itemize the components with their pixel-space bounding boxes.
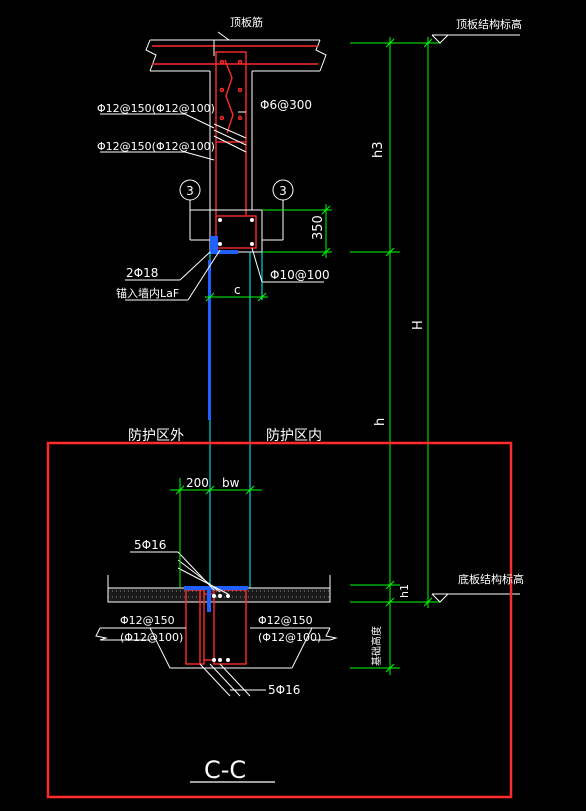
mid-leaders	[125, 247, 324, 301]
dim-c	[205, 292, 268, 302]
inside-zone-label: 防护区内	[266, 428, 322, 444]
h-label: h	[373, 418, 388, 426]
dim-350	[262, 204, 332, 258]
right-bar-1-label: Φ12@150	[258, 614, 313, 627]
elevation-symbols	[431, 34, 520, 603]
wall-beam	[209, 209, 263, 254]
upper-leaders	[100, 31, 247, 161]
stirrup2-label: Φ10@100	[270, 268, 330, 282]
dim-350-label: 350	[311, 215, 326, 240]
bars-5-top-label: 5Φ16	[134, 538, 166, 552]
right-dimensions	[350, 37, 440, 675]
dim-c-label: c	[234, 283, 241, 297]
right-bar-2-label: (Φ12@100)	[258, 631, 321, 644]
bars-2-label: 2Φ18	[126, 266, 158, 280]
lower-wall-outline	[209, 252, 263, 588]
top-slab-rebar	[152, 45, 318, 65]
left-bar-2-label: (Φ12@100)	[120, 631, 183, 644]
highlight-box	[46, 441, 513, 799]
anchor-label: 锚入墙内LaF	[116, 286, 179, 300]
foundation-dots	[212, 594, 230, 662]
circle-left-label: 3	[186, 184, 194, 198]
h1-label: h1	[398, 584, 411, 598]
bottom-elevation-label: 底板结构标高	[458, 572, 524, 586]
dim-200-label: 200	[186, 476, 209, 490]
stirrup-label: Φ6@300	[260, 98, 312, 112]
bars-5-bottom-label: 5Φ16	[268, 683, 300, 697]
top-elevation-label: 顶板结构标高	[456, 17, 522, 31]
blue-anchor-bar	[208, 260, 211, 420]
dim-200-bw	[170, 478, 262, 588]
bw-label: bw	[222, 476, 240, 490]
section-title: C-C	[204, 756, 246, 784]
top-slab	[145, 39, 327, 72]
section-marker-left: 3	[179, 179, 210, 241]
H-label: H	[411, 320, 426, 330]
upper-wall	[209, 40, 253, 210]
blue-bar-lower-vert	[207, 590, 211, 612]
lower-leaders	[100, 551, 330, 697]
foundation-height-label: 基础高度	[370, 626, 383, 666]
left-bar-1-label: Φ12@150	[120, 614, 175, 627]
bar-outer-label: Φ12@150(Φ12@100)	[97, 102, 215, 115]
top-slab-steel-label: 顶板筋	[230, 15, 263, 29]
h3-label: h3	[371, 141, 386, 158]
bar-inner-label: Φ12@150(Φ12@100)	[97, 140, 215, 153]
upper-wall-rebar	[215, 51, 247, 215]
circle-right-label: 3	[279, 184, 287, 198]
outside-zone-label: 防护区外	[128, 428, 184, 444]
